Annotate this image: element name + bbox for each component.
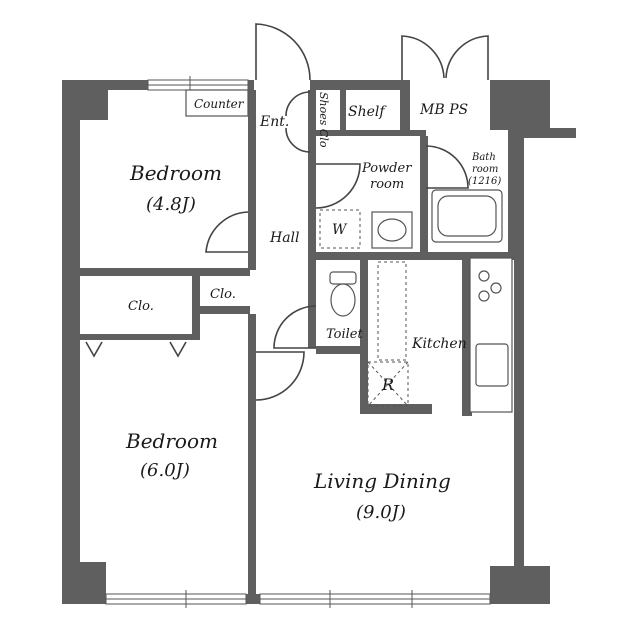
living-dining-name: Living Dining bbox=[313, 469, 451, 493]
living-dining-size: (9.0J) bbox=[356, 502, 406, 523]
interior-walls bbox=[80, 89, 516, 604]
entrance-label: Ent. bbox=[259, 114, 289, 130]
powder-room-label-1: Powder bbox=[361, 161, 412, 176]
fridge-label: R bbox=[381, 375, 394, 394]
bedroom2-name: Bedroom bbox=[125, 429, 218, 453]
toilet-label: Toilet bbox=[326, 327, 363, 342]
shelf-label: Shelf bbox=[348, 104, 387, 120]
closet-small-label: Clo. bbox=[210, 287, 236, 302]
fixtures bbox=[85, 189, 513, 413]
shoes-closet-label: Shoes Clo bbox=[317, 92, 330, 148]
bath-room-label-1: Bath bbox=[471, 152, 496, 163]
bedroom1-name: Bedroom bbox=[129, 161, 222, 185]
kitchen-label: Kitchen bbox=[411, 336, 467, 352]
washer-label: W bbox=[332, 222, 348, 238]
bath-room-label-3: (1216) bbox=[468, 176, 501, 187]
closet-large-label: Clo. bbox=[128, 299, 154, 314]
doors bbox=[205, 23, 489, 401]
mb-ps-label: MB PS bbox=[419, 102, 468, 118]
bedroom1-size: (4.8J) bbox=[146, 194, 196, 215]
bedroom2-size: (6.0J) bbox=[140, 460, 190, 481]
room-labels: Bedroom (4.8J) Bedroom (6.0J) Living Din… bbox=[125, 92, 501, 523]
exterior-walls bbox=[62, 80, 576, 604]
bath-room-label-2: room bbox=[472, 164, 498, 175]
hall-label: Hall bbox=[269, 230, 300, 246]
counter-label: Counter bbox=[194, 97, 245, 111]
powder-room-label-2: room bbox=[370, 177, 404, 192]
